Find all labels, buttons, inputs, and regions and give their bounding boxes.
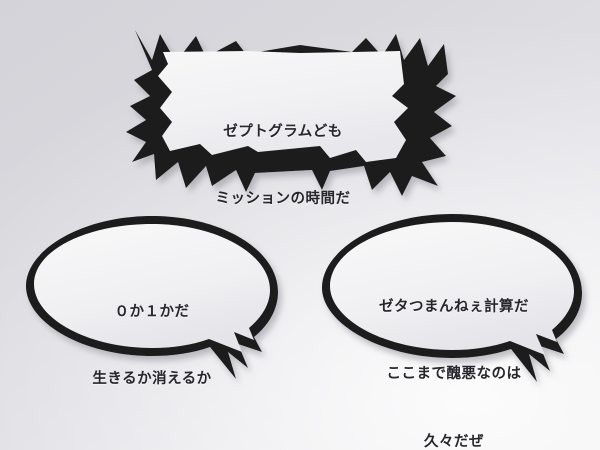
left-ellipse-line-2: 生きるか消えるか <box>92 371 212 388</box>
right-ellipse-bubble-text: ゼタつまんねぇ計算だ ここまで醜悪なのは 久々だぜ <box>336 251 572 450</box>
speech-bubble-right-ellipse <box>322 214 582 382</box>
right-ellipse-line-1: ゼタつまんねぇ計算だ <box>379 298 529 315</box>
speech-bubble-left-ellipse <box>26 216 278 379</box>
starburst-line-2: ミッションの時間だ <box>215 191 351 208</box>
right-ellipse-line-3: 久々だぜ <box>424 433 484 450</box>
left-ellipse-line-1: ０か１かだ <box>114 303 190 320</box>
starburst-line-1: ゼプトグラムども <box>223 123 343 140</box>
speech-bubble-starburst <box>126 30 456 196</box>
left-ellipse-paper-face <box>34 224 270 352</box>
right-ellipse-line-2: ここまで醜悪なのは <box>386 366 522 383</box>
left-ellipse-bubble-text: ０か１かだ 生きるか消えるか <box>36 256 268 436</box>
starburst-bubble-text: ゼプトグラムども ミッションの時間だ <box>165 76 401 256</box>
starburst-paper-face <box>158 51 408 162</box>
right-ellipse-paper-face <box>330 222 574 355</box>
